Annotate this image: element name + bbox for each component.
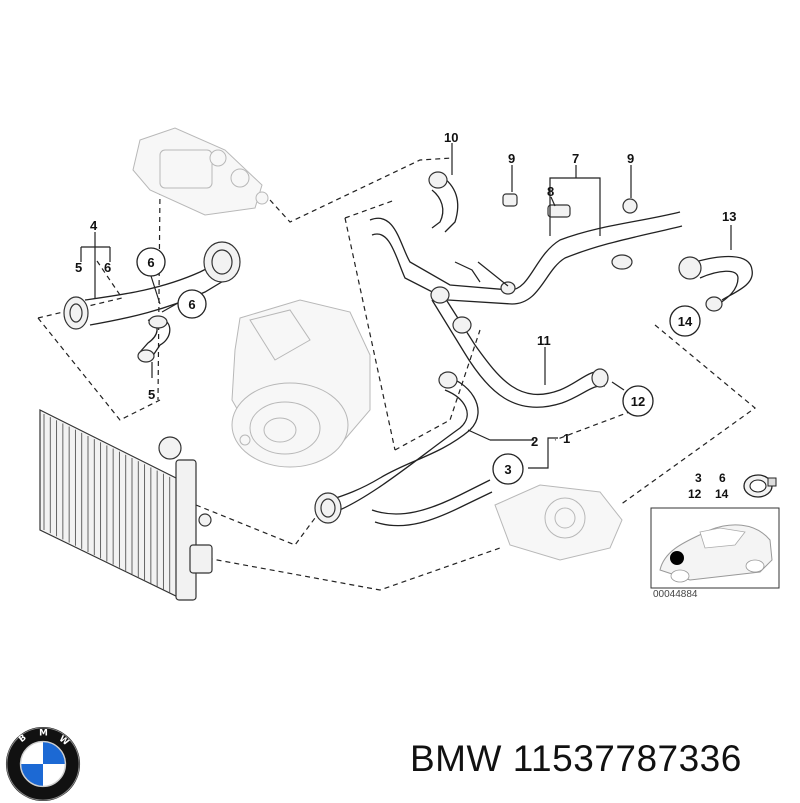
brand-name: BMW xyxy=(410,738,502,779)
callout-7: 7 xyxy=(572,151,579,166)
water-pump xyxy=(231,299,371,468)
logo-quadrant-br xyxy=(43,764,66,787)
hose-1-2-lower xyxy=(314,371,493,527)
hose-10 xyxy=(428,171,459,233)
callout-8: 8 xyxy=(547,184,554,199)
callout-1: 1 xyxy=(563,431,570,446)
callout-12-circle: 12 xyxy=(631,394,645,409)
callout-9-left: 9 xyxy=(508,151,515,166)
locator-inset: 00044884 xyxy=(650,507,780,600)
logo-quadrant-tr xyxy=(43,741,66,764)
logo-letter-b: B xyxy=(17,733,29,745)
legend-6: 6 xyxy=(719,471,726,485)
callout-labels: 4 5 6 5 10 9 7 9 8 13 11 2 1 xyxy=(75,130,736,449)
hose-7-assembly xyxy=(369,211,683,305)
callout-3-circle: 3 xyxy=(504,462,511,477)
callout-5-upper: 5 xyxy=(75,260,82,275)
clamp-legend: 3 6 12 14 xyxy=(688,471,777,501)
callout-5-lower: 5 xyxy=(148,387,155,402)
thermostat-housing xyxy=(132,127,269,216)
callout-11: 11 xyxy=(537,333,551,348)
callout-4: 4 xyxy=(90,218,98,233)
fittings xyxy=(454,193,638,287)
bmw-logo: B M W xyxy=(5,726,81,802)
callout-6-circle-b: 6 xyxy=(188,297,195,312)
radiator-fins xyxy=(43,414,177,596)
hose-small-bypass xyxy=(137,315,171,363)
callout-13: 13 xyxy=(722,209,736,224)
logo-quadrants xyxy=(20,741,66,787)
callout-6-upper: 6 xyxy=(104,260,111,275)
assembly-dashed-outline xyxy=(37,157,756,591)
callout-14-circle: 14 xyxy=(678,314,693,329)
radiator xyxy=(39,409,213,601)
callout-2: 2 xyxy=(531,434,538,449)
logo-letter-m: M xyxy=(39,729,48,739)
image-number: 00044884 xyxy=(653,589,698,600)
logo-quadrant-tl xyxy=(20,741,43,764)
leader-lines xyxy=(80,143,732,469)
clamp-icon xyxy=(743,474,777,498)
circled-callouts: 6 6 14 12 3 xyxy=(136,247,701,485)
callout-9-right: 9 xyxy=(627,151,634,166)
callout-6-circle-a: 6 xyxy=(147,255,154,270)
hose-11 xyxy=(430,286,609,408)
logo-quadrant-bl xyxy=(20,764,43,787)
part-number: 11537787336 xyxy=(512,738,742,779)
legend-12: 12 xyxy=(688,487,702,501)
brand-part-number: BMW 11537787336 xyxy=(410,738,742,780)
legend-3: 3 xyxy=(695,471,702,485)
hose-13 xyxy=(678,255,753,312)
electric-coolant-pump xyxy=(494,484,623,561)
location-marker xyxy=(670,551,684,565)
car-silhouette xyxy=(659,524,773,583)
callout-10: 10 xyxy=(444,130,458,145)
legend-14: 14 xyxy=(715,487,729,501)
